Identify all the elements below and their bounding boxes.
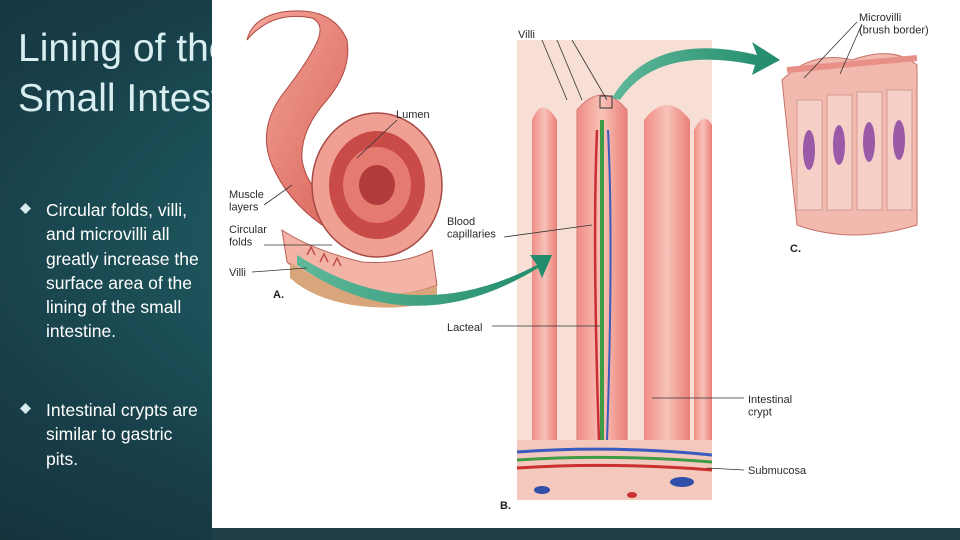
panel-a-intestine-drawing: [247, 11, 442, 308]
panel-label-b: B.: [500, 500, 511, 512]
label-villi-b: Villi: [518, 29, 535, 41]
bullet-item: Circular folds, villi, and microvilli al…: [20, 198, 200, 344]
bullet-text: Circular folds, villi, and microvilli al…: [20, 198, 200, 344]
panel-label-c: C.: [790, 243, 801, 255]
diamond-bullet-icon: [20, 403, 31, 414]
label-microvilli: Microvilli(brush border): [859, 12, 929, 37]
bullet-item: Intestinal crypts are similar to gastric…: [20, 398, 200, 471]
diamond-bullet-icon: [20, 203, 31, 214]
label-lacteal: Lacteal: [447, 322, 482, 334]
panel-c-microvilli-drawing: [782, 54, 917, 235]
label-lumen: Lumen: [396, 109, 430, 121]
figure-bottom-bar: [212, 528, 960, 540]
label-villi-a: Villi: [229, 267, 246, 279]
panel-b-villus-drawing: [517, 40, 712, 500]
bullet-text: Intestinal crypts are similar to gastric…: [20, 398, 200, 471]
label-submucosa: Submucosa: [748, 465, 807, 477]
panel-label-a: A.: [273, 289, 284, 301]
